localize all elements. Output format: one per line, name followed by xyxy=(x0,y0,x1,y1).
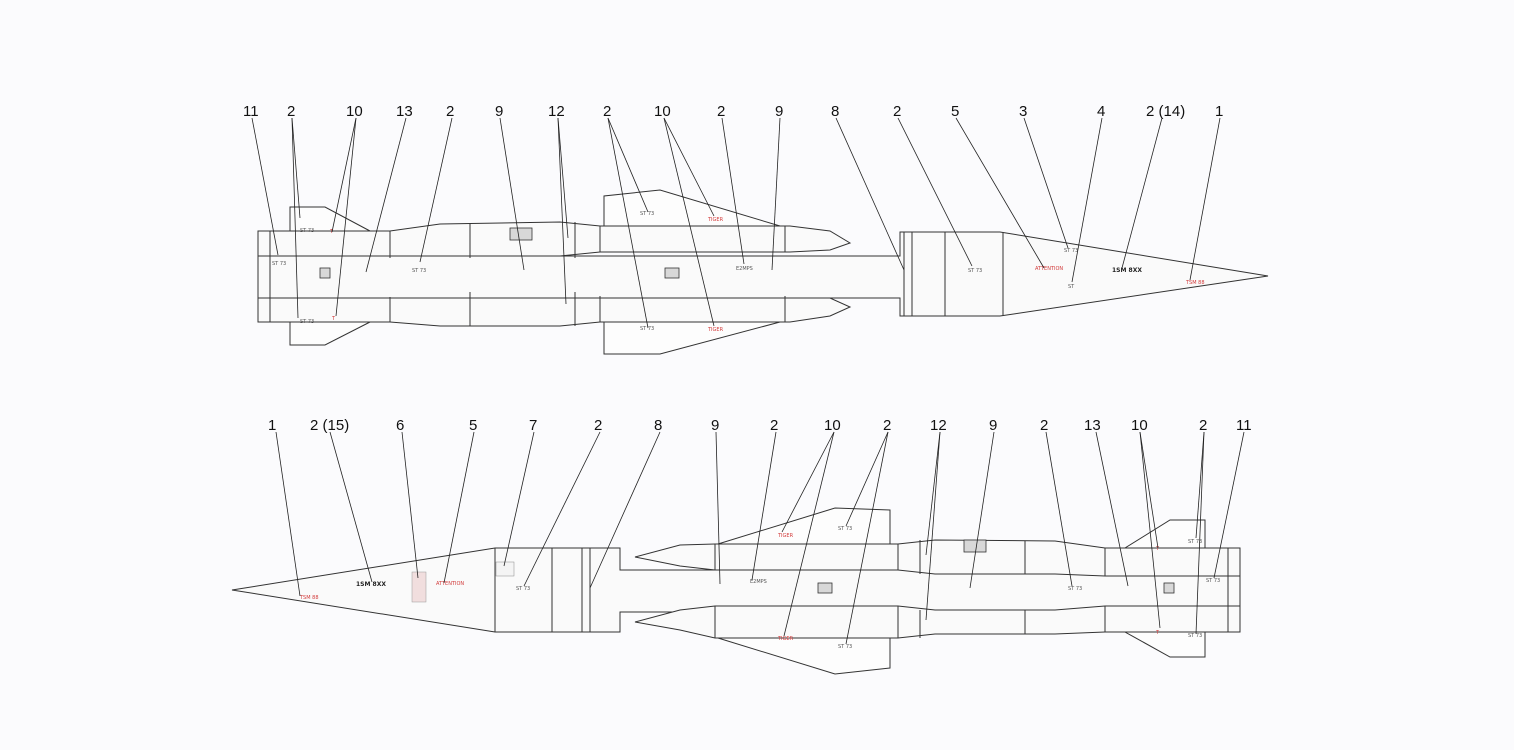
bottom-tail-fin-lower xyxy=(1123,631,1206,658)
svg-text:ST 73: ST 73 xyxy=(640,211,654,217)
top-callout-8: 2 xyxy=(603,103,611,120)
bottom-callout-13: 9 xyxy=(989,417,997,434)
top-wing-upper xyxy=(603,189,781,227)
top-callout-15: 3 xyxy=(1019,103,1027,120)
bottom-callout-2: 2 (15) xyxy=(310,417,349,434)
svg-text:TIGER: TIGER xyxy=(777,636,794,642)
bottom-callout-9: 2 xyxy=(770,417,778,434)
top-stencil-mid: E2MPS xyxy=(736,266,753,272)
top-callout-2: 2 xyxy=(287,103,295,120)
svg-text:ST 73: ST 73 xyxy=(516,586,530,592)
svg-text:ST 73: ST 73 xyxy=(1188,633,1202,639)
top-wing-lower xyxy=(603,321,781,355)
bottom-callout-6: 2 xyxy=(594,417,602,434)
svg-text:ST 73: ST 73 xyxy=(412,268,426,274)
bottom-callout-14: 2 xyxy=(1040,417,1048,434)
svg-text:ST 73: ST 73 xyxy=(838,644,852,650)
top-leader-lines xyxy=(251,117,1221,329)
bottom-wing-upper xyxy=(717,507,891,545)
svg-text:T: T xyxy=(1155,546,1160,552)
top-callout-13: 2 xyxy=(893,103,901,120)
top-callout-9: 10 xyxy=(654,103,671,120)
bottom-stencil-rear: ST 73 xyxy=(1206,578,1220,584)
bottom-missile-view: 1SM 8XX TSM 88 ST 73 ATTENTION ST 73 ST … xyxy=(231,417,1252,675)
svg-text:ST 73: ST 73 xyxy=(968,268,982,274)
top-tail-fin-lower xyxy=(289,321,371,346)
svg-text:ST 73: ST 73 xyxy=(1068,586,1082,592)
top-callout-11: 9 xyxy=(775,103,783,120)
top-callout-3: 10 xyxy=(346,103,363,120)
bottom-callout-11: 2 xyxy=(883,417,891,434)
bottom-callout-12: 12 xyxy=(930,417,947,434)
svg-text:E2MPS: E2MPS xyxy=(750,579,767,585)
top-callout-6: 9 xyxy=(495,103,503,120)
svg-text:T: T xyxy=(331,316,336,322)
bottom-callout-10: 10 xyxy=(824,417,841,434)
svg-text:ST 73: ST 73 xyxy=(640,326,654,332)
top-callout-16: 4 xyxy=(1097,103,1105,120)
top-tail-fin-upper xyxy=(289,206,371,232)
top-callout-14: 5 xyxy=(951,103,959,120)
bottom-upper-nacelle xyxy=(634,539,1241,577)
bottom-stencil-missile-code: 1SM 8XX xyxy=(356,581,386,588)
top-callout-10: 2 xyxy=(717,103,725,120)
top-callout-18: 1 xyxy=(1215,103,1223,120)
bottom-callout-15: 13 xyxy=(1084,417,1101,434)
bottom-callout-16: 10 xyxy=(1131,417,1148,434)
top-stencil-nose: TSM 88 xyxy=(1185,280,1205,286)
bottom-lower-nacelle xyxy=(634,605,1241,639)
top-callout-12: 8 xyxy=(831,103,839,120)
top-fuselage xyxy=(257,231,1269,317)
svg-text:TIGER: TIGER xyxy=(707,327,724,333)
top-stencil-rear: ST 73 xyxy=(272,261,286,267)
top-callout-4: 13 xyxy=(396,103,413,120)
svg-text:ST: ST xyxy=(1068,284,1075,290)
svg-text:TIGER: TIGER xyxy=(777,533,794,539)
svg-text:ST 73: ST 73 xyxy=(1188,539,1202,545)
svg-text:ATTENTION: ATTENTION xyxy=(436,581,464,587)
top-callout-17: 2 (14) xyxy=(1146,103,1185,120)
bottom-callout-1: 1 xyxy=(268,417,276,434)
svg-text:T: T xyxy=(329,229,334,235)
bottom-callout-5: 7 xyxy=(529,417,537,434)
bottom-wing-lower xyxy=(717,637,891,675)
bottom-callouts: 1 2 (15) 6 5 7 2 8 9 2 10 2 12 9 2 13 10… xyxy=(268,417,1252,434)
svg-text:ST 73: ST 73 xyxy=(300,319,314,325)
svg-text:ST 73: ST 73 xyxy=(1064,248,1078,254)
bottom-callout-7: 8 xyxy=(654,417,662,434)
top-stencil-missile-code: 1SM 8XX xyxy=(1112,267,1142,274)
svg-text:T: T xyxy=(1155,630,1160,636)
svg-text:ATTENTION: ATTENTION xyxy=(1035,266,1063,272)
bottom-callout-8: 9 xyxy=(711,417,719,434)
bottom-stencil-nose: TSM 88 xyxy=(299,595,319,601)
top-callout-1: 11 xyxy=(243,103,259,120)
bottom-callout-3: 6 xyxy=(396,417,404,434)
top-callout-5: 2 xyxy=(446,103,454,120)
bottom-callout-4: 5 xyxy=(469,417,477,434)
bottom-callout-17: 2 xyxy=(1199,417,1207,434)
top-stencil-wing: TIGER xyxy=(707,217,724,223)
top-callout-7: 12 xyxy=(548,103,565,120)
svg-text:ST 73: ST 73 xyxy=(838,526,852,532)
svg-text:ST 73: ST 73 xyxy=(300,228,314,234)
top-callouts: 11 2 10 13 2 9 12 2 10 2 9 8 2 5 3 4 2 (… xyxy=(243,103,1223,120)
bottom-callout-18: 11 xyxy=(1236,417,1252,434)
top-missile-view: 1SM 8XX TSM 88 ST 73 E2MPS TIGER ATTENTI… xyxy=(243,103,1269,355)
bottom-leader-lines xyxy=(275,431,1245,645)
